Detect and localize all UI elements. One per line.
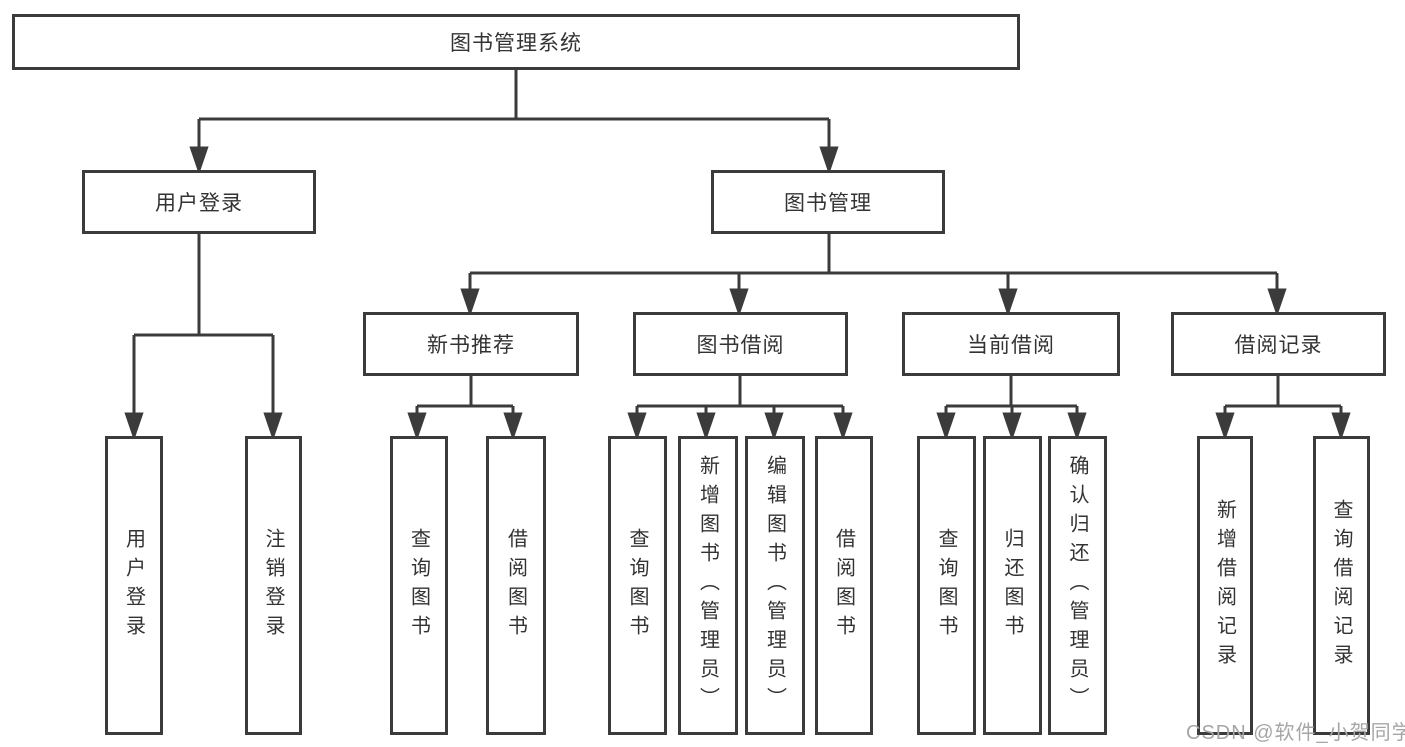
node-label: 图书管理系统 — [450, 32, 582, 55]
leaf-query-borrow-record: 查询借阅记录 — [1313, 436, 1370, 735]
node-label: 借阅记录 — [1234, 334, 1323, 357]
connector-root-to-level2 — [189, 70, 839, 175]
arrowhead-down-icon — [1002, 412, 1022, 441]
node-library-system: 图书管理系统 — [12, 14, 1020, 70]
arrowhead-down-icon — [764, 412, 784, 441]
connector-login-to-leaves — [124, 233, 283, 441]
node-label: 当前借阅 — [967, 334, 1055, 357]
arrowhead-down-icon — [627, 412, 647, 441]
connector-newbook-to-leaves — [407, 376, 523, 441]
arrowhead-down-icon — [503, 412, 523, 441]
leaf-borrow-books: 借阅图书 — [815, 436, 873, 735]
node-new-book-recommend: 新书推荐 — [363, 312, 579, 376]
node-user-login: 用户登录 — [82, 170, 316, 234]
leaf-query-books-recommend: 查询图书 — [390, 436, 448, 735]
leaf-label: 归还图书 — [1001, 527, 1023, 644]
leaf-label: 用户登录 — [122, 527, 145, 644]
node-label: 图书借阅 — [696, 334, 785, 357]
arrowhead-down-icon — [189, 146, 209, 175]
leaf-query-books-current: 查询图书 — [917, 436, 976, 735]
leaf-label: 查询图书 — [626, 527, 648, 644]
arrowhead-down-icon — [1215, 412, 1235, 441]
arrowhead-down-icon — [998, 288, 1018, 317]
node-label: 用户登录 — [155, 192, 243, 215]
arrowhead-down-icon — [124, 412, 144, 441]
leaf-user-login: 用户登录 — [105, 436, 163, 735]
connector-current-to-leaves — [936, 376, 1087, 441]
leaf-label: 确认归还（管理员） — [1066, 455, 1088, 716]
leaf-edit-books-admin: 编辑图书（管理员） — [745, 436, 805, 735]
leaf-add-borrow-record: 新增借阅记录 — [1197, 436, 1253, 735]
node-label: 图书管理 — [784, 192, 872, 215]
leaf-add-books-admin: 新增图书（管理员） — [678, 436, 738, 735]
node-label: 新书推荐 — [427, 334, 515, 357]
leaf-borrow-books-recommend: 借阅图书 — [486, 436, 546, 735]
arrowhead-down-icon — [460, 288, 480, 317]
arrowhead-down-icon — [407, 412, 427, 441]
connector-borrow-to-leaves — [627, 376, 853, 441]
arrowhead-down-icon — [819, 146, 839, 175]
node-borrow-records: 借阅记录 — [1171, 312, 1386, 376]
arrowhead-down-icon — [696, 412, 716, 441]
arrowhead-down-icon — [833, 412, 853, 441]
node-current-borrow: 当前借阅 — [902, 312, 1120, 376]
leaf-label: 查询图书 — [935, 527, 957, 644]
connector-records-to-leaves — [1215, 376, 1351, 441]
leaf-label: 新增图书（管理员） — [696, 455, 719, 716]
arrowhead-down-icon — [1331, 412, 1351, 441]
arrowhead-down-icon — [936, 412, 956, 441]
leaf-label: 借阅图书 — [832, 527, 855, 644]
arrowhead-down-icon — [729, 288, 749, 317]
leaf-label: 注销登录 — [262, 527, 284, 644]
csdn-watermark: CSDN @软件_小贺同学 — [1186, 722, 1405, 744]
leaf-query-books-borrow: 查询图书 — [608, 436, 667, 735]
leaf-label: 查询图书 — [407, 527, 430, 644]
leaf-label: 新增借阅记录 — [1213, 498, 1236, 673]
leaf-label: 编辑图书（管理员） — [763, 455, 786, 716]
connector-management-to-sections — [460, 233, 1287, 317]
leaf-logout: 注销登录 — [245, 436, 302, 735]
leaf-label: 查询借阅记录 — [1330, 498, 1352, 673]
leaf-label: 借阅图书 — [504, 527, 527, 644]
leaf-confirm-return-admin: 确认归还（管理员） — [1048, 436, 1107, 735]
node-book-borrow: 图书借阅 — [633, 312, 848, 376]
node-book-management: 图书管理 — [711, 170, 945, 234]
leaf-return-books: 归还图书 — [983, 436, 1042, 735]
arrowhead-down-icon — [263, 412, 283, 441]
arrowhead-down-icon — [1267, 288, 1287, 317]
arrowhead-down-icon — [1067, 412, 1087, 441]
